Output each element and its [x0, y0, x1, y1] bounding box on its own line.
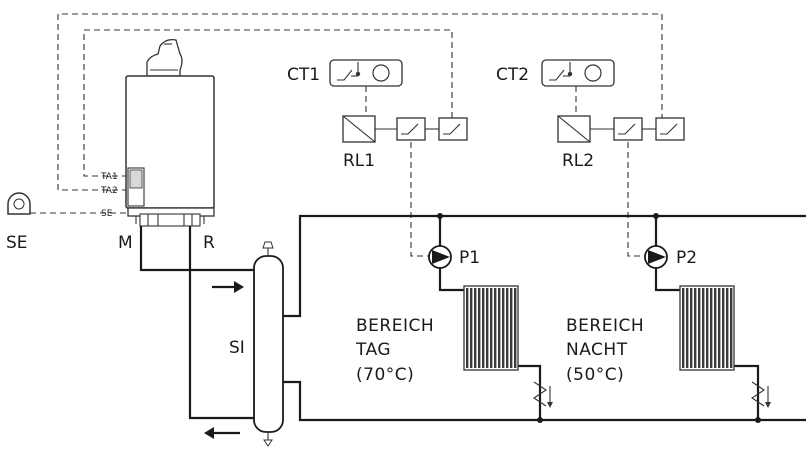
check-valve-zone-2 — [751, 381, 771, 408]
pump-p2 — [644, 245, 668, 269]
pump-icon — [432, 250, 450, 264]
pump-icon — [648, 250, 666, 264]
relay-rl1-label: RL1 — [343, 151, 375, 171]
radiator-fin — [710, 288, 713, 368]
wire-ta2 — [57, 13, 663, 191]
outdoor-sensor — [7, 192, 31, 215]
wire-p2 — [627, 142, 648, 257]
pump-p1-label: P1 — [459, 248, 480, 268]
check-valve-zone-1 — [533, 381, 553, 408]
pipe-flow-header — [283, 214, 806, 318]
zone-2-line2: NACHT — [566, 340, 628, 360]
hydraulic-separator — [253, 241, 284, 447]
thermostat-ct2-label: CT2 — [496, 65, 529, 85]
terminal-se-label: SE — [101, 209, 113, 219]
relay-rl1 — [342, 115, 468, 143]
pipe-p2-rad — [654, 268, 680, 292]
terminal-ta1-label: TA1 — [100, 172, 118, 182]
zone-2-line1: BEREICH — [566, 316, 644, 336]
radiator-fin — [722, 288, 725, 368]
radiator-fin — [702, 288, 705, 368]
pump-p2-label: P2 — [676, 248, 697, 268]
radiator-fin — [726, 288, 729, 368]
zone-1-temp: (70°C) — [356, 365, 414, 385]
radiator-fin — [478, 288, 481, 368]
boiler — [125, 38, 215, 227]
flow-direction-arrows — [204, 281, 244, 439]
terminal-ta2-label: TA2 — [100, 186, 118, 196]
radiator-fin — [714, 288, 717, 368]
sensor-se-label: SE — [6, 233, 28, 253]
radiator-fin — [494, 288, 497, 368]
radiator-fin — [490, 288, 493, 368]
arrow-left-icon — [204, 427, 214, 439]
radiator-fin — [474, 288, 477, 368]
radiator-fin — [502, 288, 505, 368]
radiator-fin — [698, 288, 701, 368]
zone-1-line2: TAG — [355, 340, 391, 360]
pipe-rad2-return — [734, 364, 760, 420]
pipe-return-header — [283, 380, 806, 422]
thermostat-ct1-label: CT1 — [287, 65, 320, 85]
pipe-boiler-flow — [139, 226, 254, 272]
radiator-fin — [686, 288, 689, 368]
pipe-rad1-return — [518, 364, 542, 420]
pump-p1 — [428, 245, 452, 269]
radiator-zone-2 — [679, 285, 735, 371]
pipe-boiler-return — [188, 226, 254, 420]
thermometer-icon — [355, 71, 361, 77]
wire-p1 — [410, 142, 432, 257]
radiator-fin — [506, 288, 509, 368]
radiator-fin — [730, 288, 733, 368]
radiator-fin — [510, 288, 513, 368]
thermostat-ct1 — [329, 59, 403, 87]
thermostat-ct2 — [541, 59, 615, 87]
boiler-r-label: R — [203, 233, 215, 253]
zone-2-temp: (50°C) — [566, 365, 624, 385]
radiator-fin — [694, 288, 697, 368]
radiator-fin — [482, 288, 485, 368]
thermometer-icon — [567, 71, 573, 77]
radiator-fin — [706, 288, 709, 368]
boiler-m-label: M — [118, 233, 133, 253]
pipe-p1-rad — [438, 268, 464, 292]
radiator-fin — [690, 288, 693, 368]
arrow-right-icon — [234, 281, 244, 293]
radiator-fin — [514, 288, 517, 368]
radiator-fin — [718, 288, 721, 368]
control-wiring — [30, 13, 663, 257]
wire-ta1 — [83, 29, 453, 177]
radiator-fin — [470, 288, 473, 368]
relay-rl2-label: RL2 — [562, 151, 594, 171]
radiator-fin — [682, 288, 685, 368]
separator-si-label: SI — [229, 338, 245, 358]
radiator-fin — [498, 288, 501, 368]
radiator-fin — [466, 288, 469, 368]
radiator-fin — [486, 288, 489, 368]
relay-rl2 — [557, 115, 685, 143]
piping — [139, 213, 806, 423]
zone-1-line1: BEREICH — [356, 316, 434, 336]
radiator-zone-1 — [463, 285, 519, 371]
